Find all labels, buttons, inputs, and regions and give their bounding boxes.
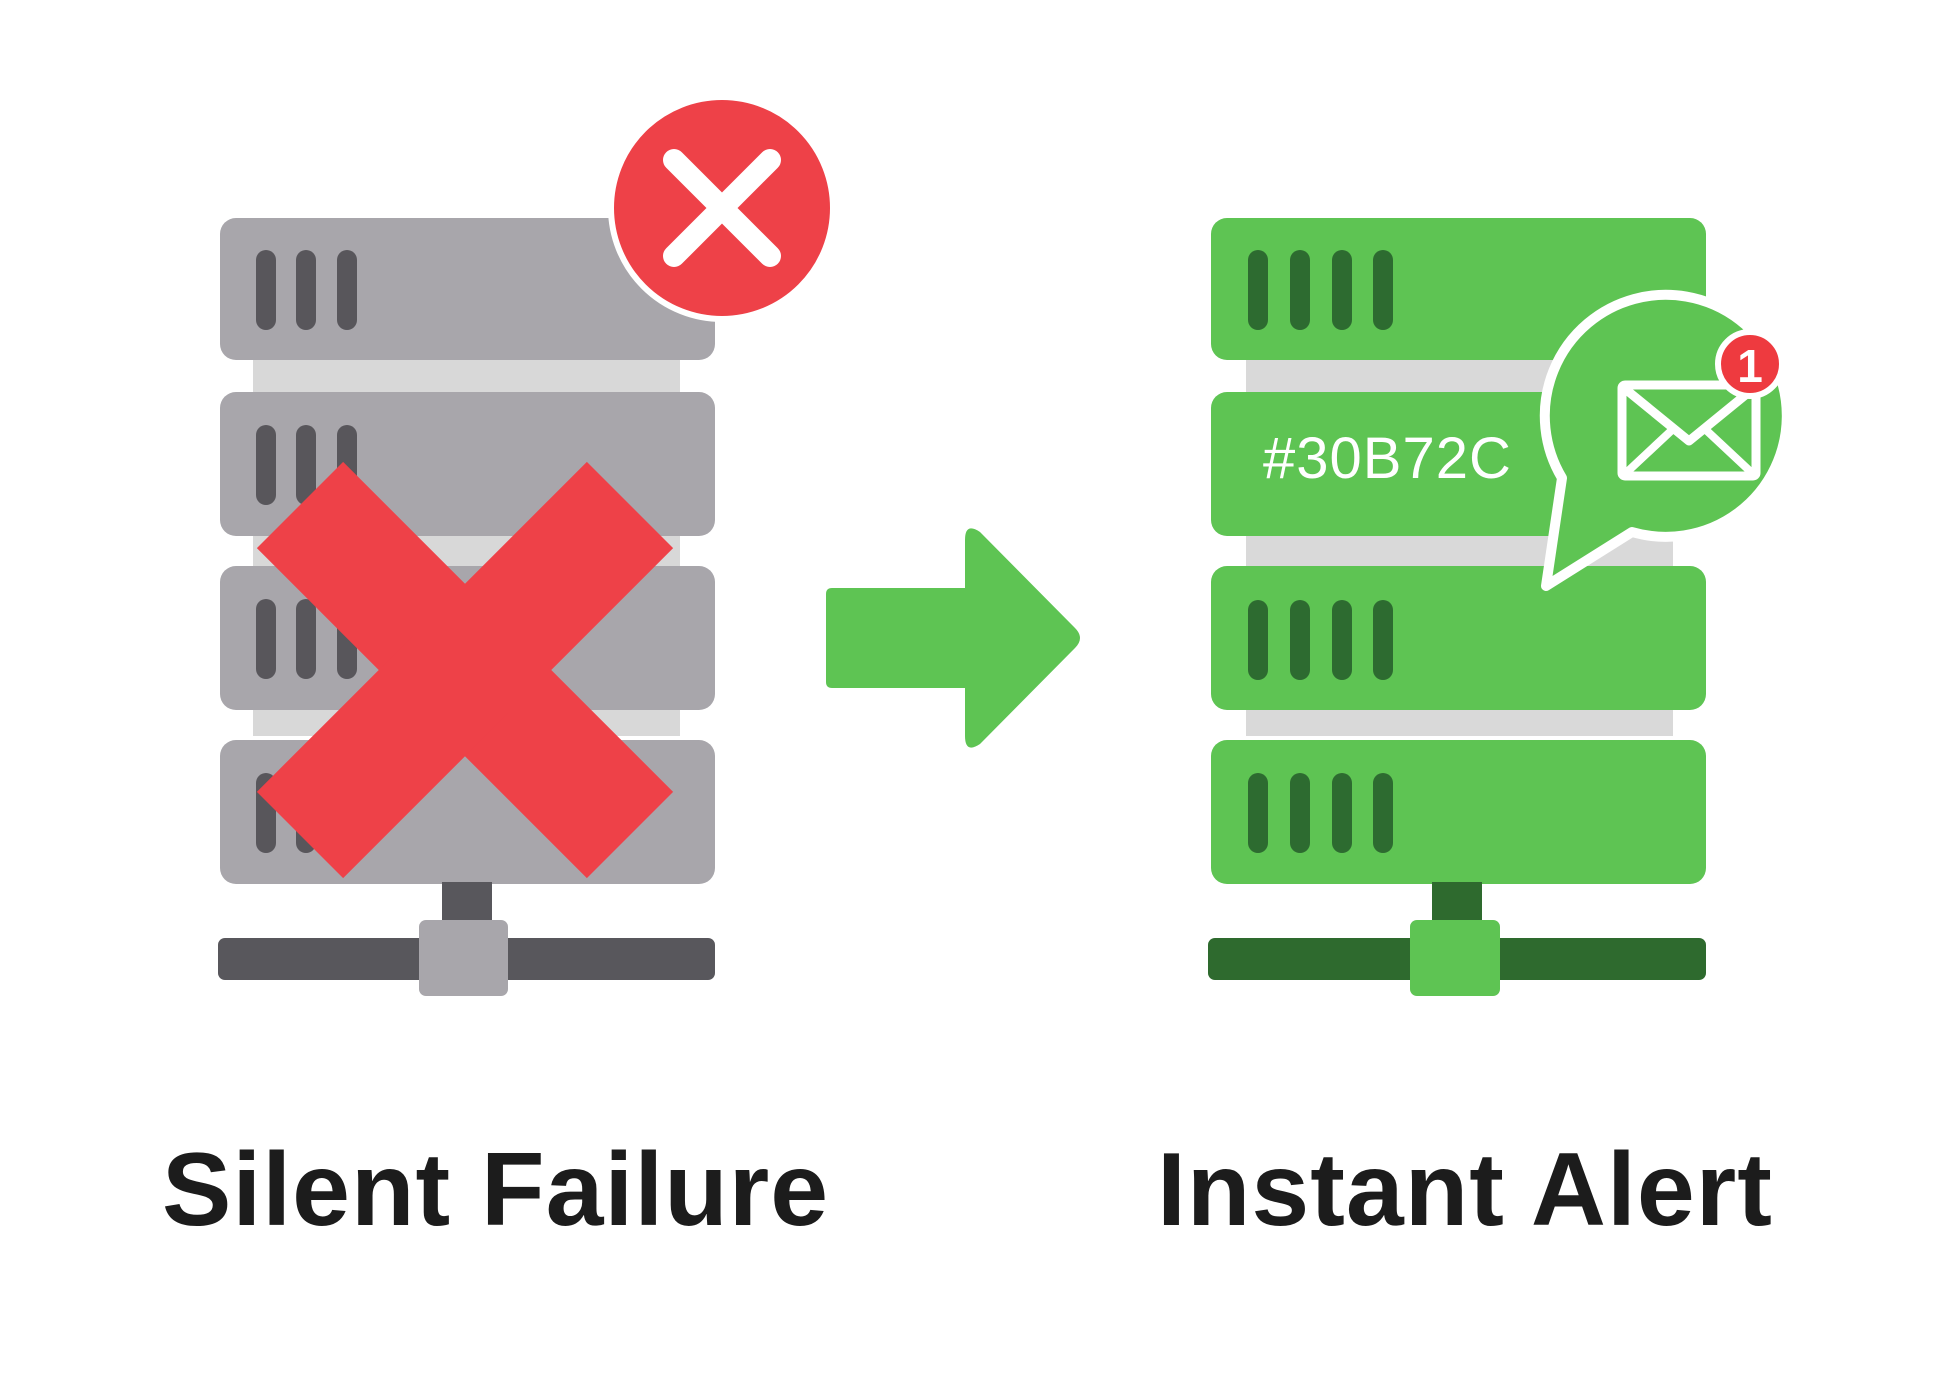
network-stem (442, 882, 492, 922)
drive-slot (256, 250, 276, 330)
drive-slot (337, 250, 357, 330)
envelope-icon (1617, 380, 1761, 481)
notification-badge-icon: 1 (1715, 329, 1785, 399)
drive-slot (296, 425, 316, 505)
notification-count: 1 (1737, 340, 1763, 392)
unit-label: #30B72C (1263, 426, 1512, 491)
drive-slot (1248, 773, 1268, 853)
rack-spacer (1246, 706, 1673, 736)
drive-slot (256, 425, 276, 505)
right-arrow-icon (826, 528, 1080, 748)
caption-instant-alert: Instant Alert (1157, 1132, 1773, 1248)
drive-slot (1332, 250, 1352, 330)
large-cross-icon (256, 461, 674, 879)
drive-slot (1248, 600, 1268, 680)
healthy-server: #30B72C 1 (1208, 218, 1792, 996)
network-stem (1432, 882, 1482, 922)
server-unit (1211, 566, 1706, 710)
drive-slot (1332, 600, 1352, 680)
drive-slot (256, 599, 276, 679)
drive-slot (296, 250, 316, 330)
caption-silent-failure: Silent Failure (162, 1132, 830, 1248)
drive-slot (1332, 773, 1352, 853)
drive-slot (1373, 250, 1393, 330)
failed-server (218, 94, 836, 996)
network-connector (1410, 920, 1500, 996)
drive-slot (296, 599, 316, 679)
drive-slot (1248, 250, 1268, 330)
network-connector (419, 920, 508, 996)
drive-slot (1290, 773, 1310, 853)
drive-slot (1373, 600, 1393, 680)
error-badge-icon (608, 94, 836, 322)
drive-slot (1290, 250, 1310, 330)
server-unit (1211, 740, 1706, 884)
drive-slot (1373, 773, 1393, 853)
drive-slot (1290, 600, 1310, 680)
